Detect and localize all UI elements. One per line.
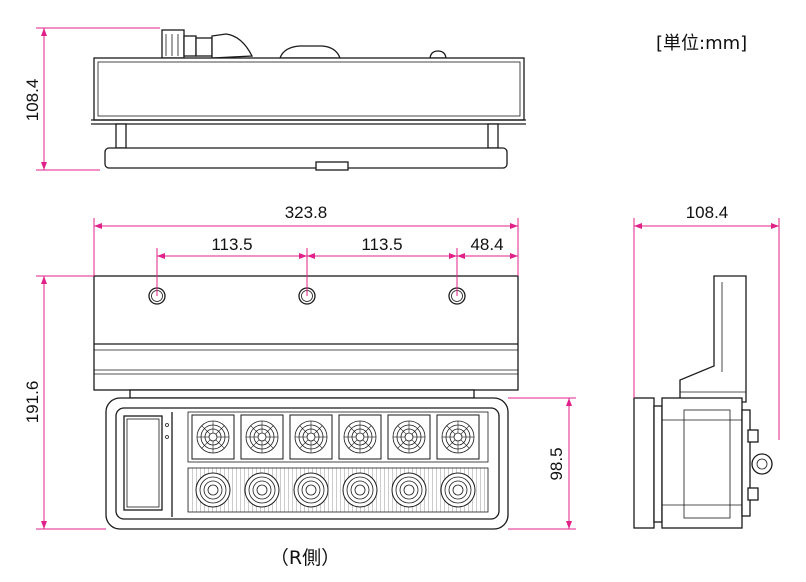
led-array — [191, 414, 480, 508]
dimension-arrows — [41, 28, 779, 529]
bracket-plate — [93, 275, 519, 391]
dim-overall-height: 191.6 — [23, 381, 42, 424]
lower-led — [391, 472, 427, 508]
lower-led — [195, 472, 231, 508]
dim-overall-width: 323.8 — [285, 203, 328, 222]
upper-led-cell — [191, 414, 235, 460]
view-caption: （R側） — [270, 547, 340, 569]
side-connector — [751, 453, 773, 475]
side-view — [633, 275, 773, 529]
side-lens — [633, 397, 655, 529]
front-view — [93, 275, 519, 530]
upper-led-cell — [387, 414, 431, 460]
dim-top-view-height: 108.4 — [23, 79, 42, 122]
unit-label: [単位:mm] — [656, 33, 747, 54]
top-body — [93, 57, 525, 121]
top-view — [91, 29, 526, 171]
upper-led-cell — [436, 414, 480, 460]
dim-hole-pitch-1: 113.5 — [211, 235, 252, 254]
dim-hole-pitch-2: 113.5 — [361, 235, 402, 254]
dim-side-view-depth: 108.4 — [686, 203, 729, 222]
lower-led — [342, 472, 378, 508]
side-bracket — [679, 275, 747, 403]
upper-led-cell — [289, 414, 333, 460]
top-bump — [279, 45, 341, 59]
top-connector — [161, 29, 254, 59]
lower-led — [244, 472, 280, 508]
lower-led-grid — [187, 467, 489, 513]
dim-hole-edge-offset: 48.4 — [470, 235, 503, 254]
reflector — [123, 415, 163, 511]
top-small-bump — [429, 50, 447, 59]
dim-lens-height: 98.5 — [547, 447, 566, 480]
lower-led — [293, 472, 329, 508]
upper-led-cell — [240, 414, 284, 460]
upper-led-cell — [338, 414, 382, 460]
top-lens-plate — [104, 147, 508, 169]
lower-led — [440, 472, 476, 508]
